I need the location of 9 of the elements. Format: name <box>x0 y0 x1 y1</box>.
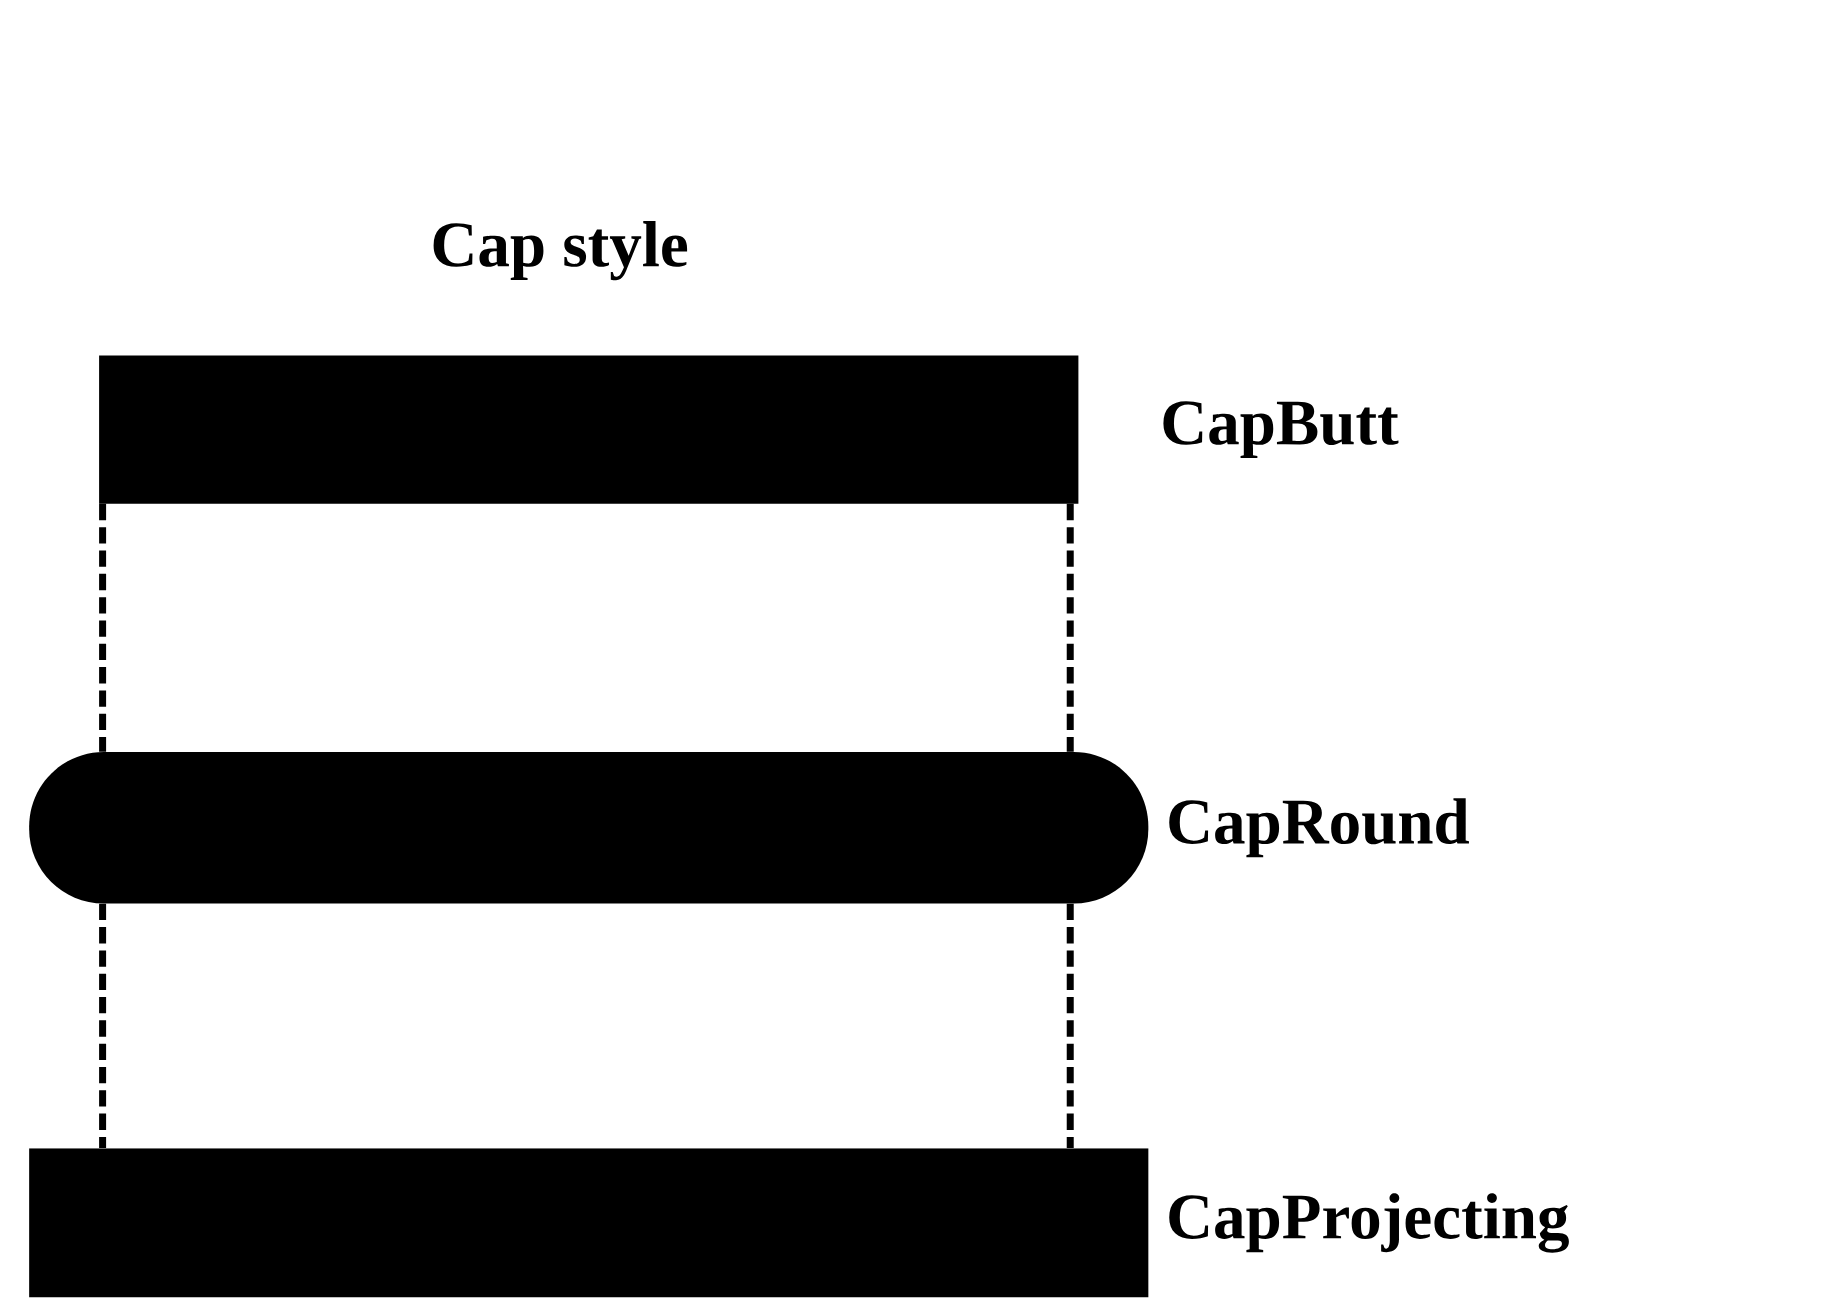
cap-label: CapButt <box>1163 401 1399 459</box>
title: Cap style <box>433 221 688 281</box>
cap-bar <box>99 355 1079 504</box>
guide-line <box>99 903 107 1149</box>
cap-label: CapRound <box>1169 798 1469 858</box>
guide-line <box>1066 903 1074 1149</box>
cap-bar <box>29 752 1149 904</box>
cap-label: CapProjecting <box>1169 1193 1569 1253</box>
cap-bar <box>29 1148 1149 1298</box>
